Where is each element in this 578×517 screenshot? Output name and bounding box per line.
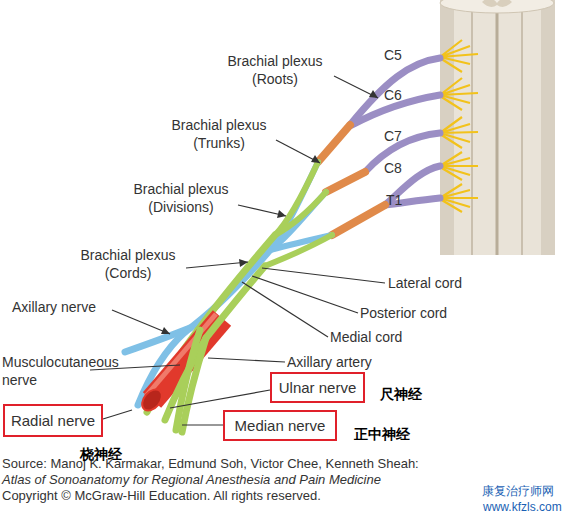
cord	[206, 266, 265, 338]
arrowhead	[277, 210, 286, 218]
trunks	[318, 125, 385, 235]
text-label: Axillary artery	[287, 353, 372, 371]
median-branch	[182, 338, 206, 432]
text-label: Posterior cord	[360, 304, 447, 322]
nerve-name: Median nerve	[235, 417, 326, 434]
text-label: Medial cord	[330, 328, 402, 346]
chinese-name: 正中神经	[354, 426, 410, 444]
text-label: C5	[384, 46, 402, 64]
cord-section	[440, 0, 554, 13]
leader-line	[170, 390, 270, 408]
text-label: Musculocutaneous nerve	[2, 353, 137, 389]
text-label: Brachial plexus (Cords)	[66, 246, 190, 282]
rootlet	[440, 40, 478, 72]
nerve-label-box: Radial nerve桡神经	[3, 404, 103, 437]
leader-line	[186, 262, 248, 268]
chinese-name: 尺神经	[380, 386, 422, 404]
text-label: T1	[386, 191, 402, 209]
cord-groove	[496, 0, 499, 255]
arrowhead	[239, 259, 248, 267]
text-label: C7	[384, 127, 402, 145]
nerve-label-box: Ulnar nerve尺神经	[270, 372, 365, 403]
arrowhead	[369, 90, 378, 98]
leader-line	[242, 282, 328, 337]
rootlet	[440, 184, 478, 212]
cord-groove	[471, 0, 473, 255]
chinese-name: 桡神经	[80, 446, 122, 464]
cord-groove	[521, 0, 523, 255]
artery-end	[138, 386, 166, 415]
nerve-name: Radial nerve	[11, 412, 95, 429]
text-label: Copyright © McGraw-Hill Education. All r…	[2, 487, 321, 504]
cord-body	[440, 0, 555, 255]
rootlet	[440, 152, 478, 180]
text-label: C6	[384, 86, 402, 104]
middle-trunk	[326, 172, 365, 192]
nerve-name: Ulnar nerve	[279, 379, 357, 396]
leader-line	[182, 424, 223, 425]
text-label: 康复治疗师网	[482, 484, 554, 499]
rootlet	[440, 78, 478, 110]
text-label: Source: Manoj K. Karmakar, Edmund Soh, V…	[2, 455, 419, 472]
arrowhead	[161, 327, 170, 334]
text-label: Atlas of Sonoanatomy for Regional Anesth…	[2, 471, 381, 488]
text-label: Brachial plexus (Roots)	[214, 52, 336, 88]
leader-line	[208, 358, 285, 362]
leader-line	[334, 76, 378, 98]
leader-line	[252, 276, 358, 313]
leader-line	[262, 268, 385, 283]
leader-line	[112, 310, 170, 334]
spinal-cord	[440, 0, 555, 255]
medial-cord	[165, 266, 265, 432]
nerve-label-box: Median nerve正中神经	[223, 410, 337, 441]
upper-trunk	[318, 125, 350, 162]
text-label: www.kfzls.com	[483, 500, 562, 515]
cord-shade	[541, 0, 555, 255]
text-label: Axillary nerve	[12, 298, 96, 316]
text-label: C8	[384, 159, 402, 177]
axillary-branch	[125, 328, 190, 352]
rootlets	[440, 40, 478, 212]
text-label: Brachial plexus (Trunks)	[158, 116, 280, 152]
leader-line	[276, 140, 320, 163]
lower-trunk	[332, 205, 385, 235]
grey-matter	[482, 0, 512, 7]
root-c5	[350, 58, 440, 125]
roots	[350, 58, 440, 205]
leader-line	[103, 410, 132, 419]
rootlet	[440, 117, 478, 148]
text-label: Lateral cord	[388, 274, 462, 292]
text-label: Brachial plexus (Divisions)	[118, 180, 244, 216]
arrowhead	[311, 155, 320, 163]
division	[275, 192, 326, 235]
